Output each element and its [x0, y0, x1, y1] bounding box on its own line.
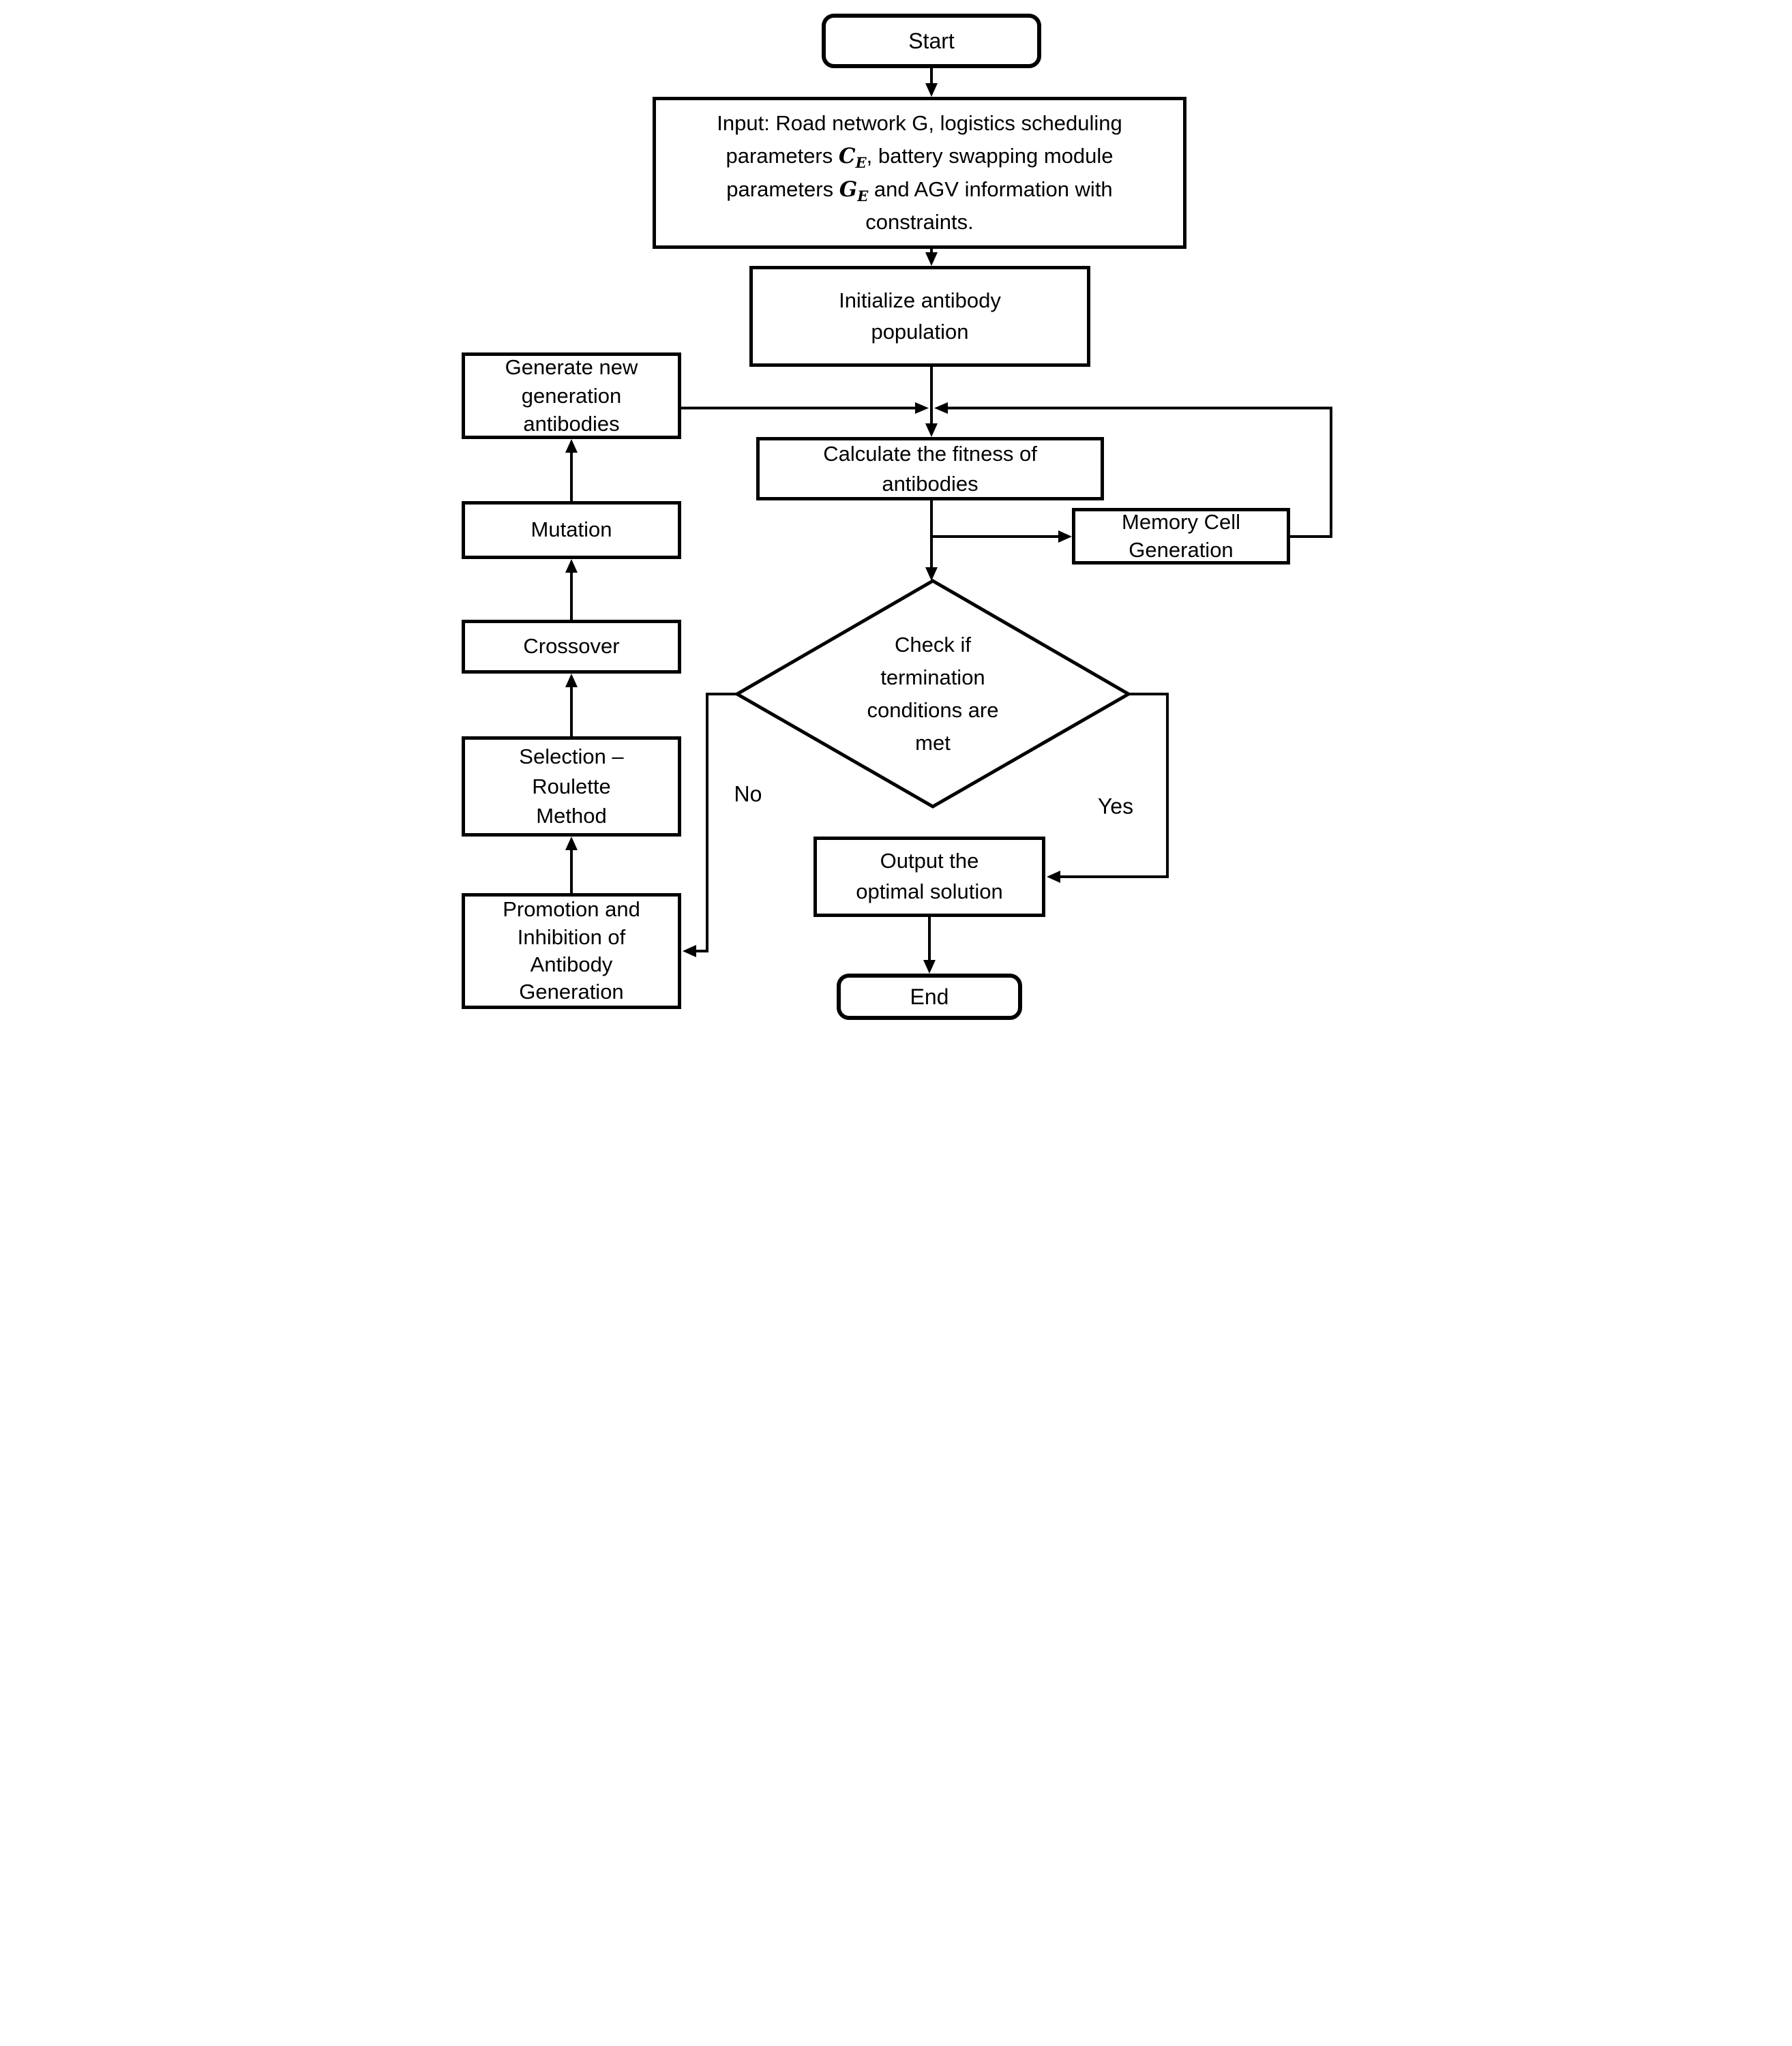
node-end: End	[837, 974, 1022, 1020]
node-input-line3: parameters GE and AGV information with	[726, 177, 1113, 205]
edge-input-to-initialize	[925, 249, 938, 266]
edge-label-yes: Yes	[1097, 794, 1134, 819]
node-mutation: Mutation	[462, 501, 681, 559]
decision-diamond-shape	[733, 579, 1133, 809]
node-calculate-fitness: Calculate the fitness of antibodies	[756, 437, 1104, 500]
flowchart-canvas: Start Input: Road network G, logistics s…	[448, 0, 1344, 1023]
edge-initialize-to-calculate	[925, 367, 938, 437]
edge-label-no: No	[734, 781, 762, 807]
edge-calculate-to-decision	[925, 500, 938, 581]
edge-decision-no-to-promotion	[683, 693, 737, 957]
node-start: Start	[822, 14, 1041, 68]
edge-crossover-to-mutation	[565, 559, 578, 620]
edge-mutation-to-generate	[565, 439, 578, 501]
node-generate-antibodies: Generate new generation antibodies	[462, 352, 681, 439]
node-input-line4: constraints.	[865, 209, 974, 234]
node-decision-label: Check if termination conditions are met	[867, 632, 999, 755]
edge-calculate-to-memory	[931, 530, 1072, 543]
node-crossover: Crossover	[462, 620, 681, 674]
edge-memory-loop-to-junction	[934, 402, 1332, 538]
node-input-line1: Input: Road network G, logistics schedul…	[717, 111, 1122, 136]
flowchart-connectors	[565, 68, 1332, 974]
edge-promotion-to-selection	[565, 837, 578, 893]
node-promotion-inhibition: Promotion and Inhibition of Antibody Gen…	[462, 893, 681, 1009]
edge-decision-yes-to-output	[1047, 693, 1169, 883]
math-var-CE: CE	[838, 144, 867, 172]
node-initialize-population: Initialize antibody population	[749, 266, 1090, 367]
node-selection-roulette: Selection – Roulette Method	[462, 736, 681, 837]
node-input-line2: parameters CE, battery swapping module	[726, 144, 1114, 172]
node-input: Input: Road network G, logistics schedul…	[653, 97, 1186, 249]
edge-start-to-input	[925, 68, 938, 97]
edge-output-to-end	[923, 917, 936, 974]
edge-generate-to-junction	[681, 402, 929, 414]
node-end-label: End	[910, 984, 949, 1009]
math-var-GE: GE	[839, 177, 869, 205]
edge-selection-to-crossover	[565, 674, 578, 736]
node-output-solution: Output the optimal solution	[813, 837, 1045, 917]
node-memory-cell-generation: Memory Cell Generation	[1072, 508, 1290, 565]
node-start-label: Start	[908, 29, 955, 53]
